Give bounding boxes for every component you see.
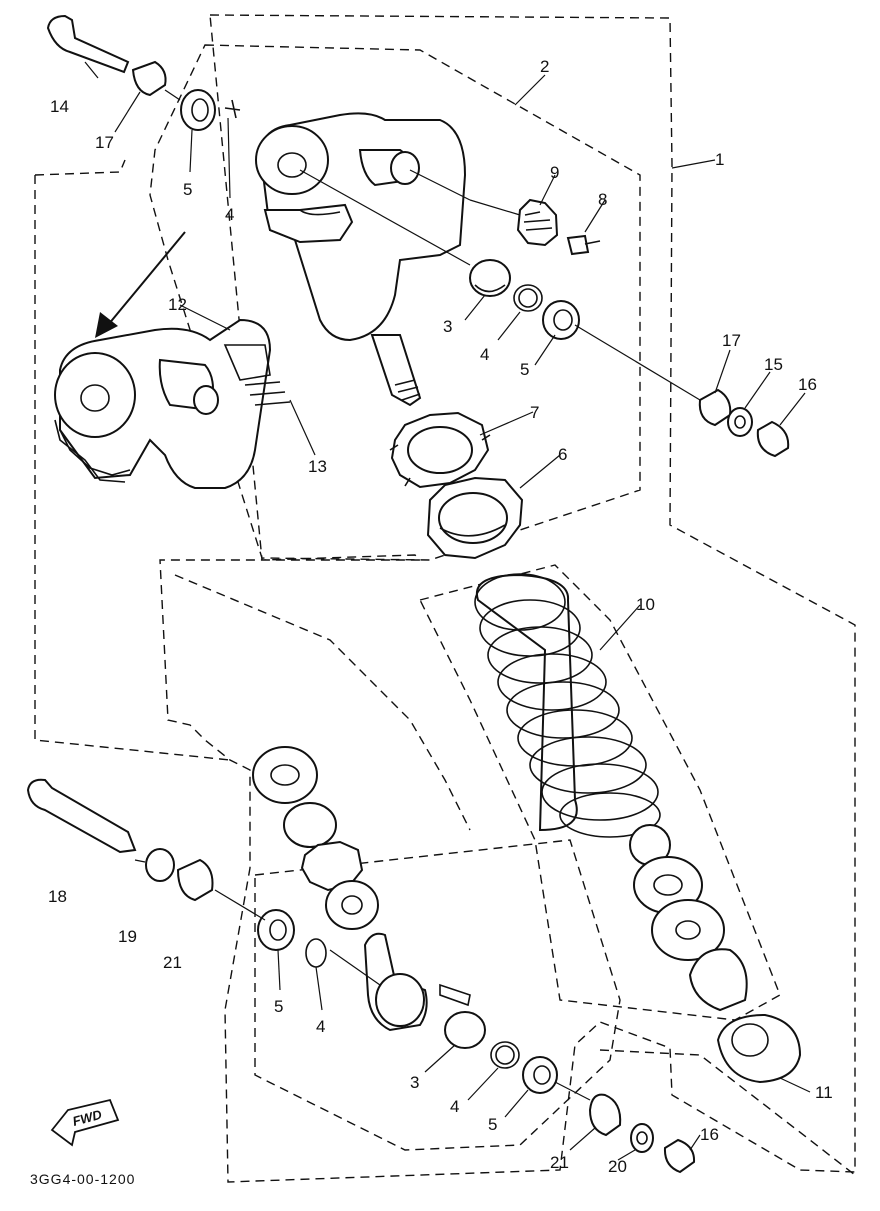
callout-17-top-left: 17: [95, 133, 114, 152]
callout-5-lower: 5: [488, 1115, 497, 1134]
spacer-3-lower: [444, 1011, 486, 1049]
callout-8: 8: [598, 190, 607, 209]
callout-2: 2: [540, 57, 549, 76]
callout-4-lower: 4: [450, 1097, 459, 1116]
screw-8: [566, 234, 601, 256]
shock-absorber-body: [255, 112, 467, 407]
callout-17-right: 17: [722, 331, 741, 350]
collar-17-top-left: [131, 60, 167, 97]
lower-spring-seat-stack: [252, 746, 379, 930]
lock-nut-7: [389, 411, 491, 493]
callout-15: 15: [764, 355, 783, 374]
callout-14: 14: [50, 97, 69, 116]
callout-1: 1: [715, 150, 724, 169]
oil-seal-4-lower-left: [305, 938, 327, 968]
callout-6: 6: [558, 445, 567, 464]
callout-3-upper: 3: [443, 317, 452, 336]
callout-5-upper: 5: [520, 360, 529, 379]
callout-4-lower-left: 4: [316, 1017, 325, 1036]
assembly-axis-lines: [134, 89, 701, 1101]
bearing-5-lower-left: [257, 909, 295, 951]
assembly-boundary-mid-left: [174, 574, 471, 831]
lower-eye: [363, 932, 471, 1032]
callout-12: 12: [168, 295, 187, 314]
oil-seal-4-lower: [490, 1041, 520, 1069]
fwd-arrow-icon: FWD: [50, 1098, 120, 1147]
collar-17-right: [698, 388, 732, 427]
drawing-code: 3GG4-00-1200: [30, 1171, 135, 1187]
assembly-boundary-left: [34, 159, 231, 761]
callout-16-lower: 16: [700, 1125, 719, 1144]
assembly-boundary-1: [159, 14, 856, 1183]
assembly-boundary-bottom-right: [599, 1049, 856, 1176]
assembly-boundary-2: [149, 44, 641, 561]
callout-leaders: [84, 61, 811, 1161]
shock-top-alternate-view: [54, 318, 291, 489]
callout-5-lower-left: 5: [274, 997, 283, 1016]
washer-15: [727, 407, 753, 437]
callout-21-left: 21: [163, 953, 182, 972]
assembly-boundary-lower: [254, 839, 621, 1151]
bolt-14: [46, 14, 130, 74]
view-arrow-icon: [95, 231, 186, 338]
callout-21-lower: 21: [550, 1153, 569, 1172]
spring-10: [474, 573, 661, 838]
collar-21-lower: [588, 1093, 622, 1137]
callout-4-top-left: 4: [225, 205, 234, 224]
bumper-11: [716, 1013, 802, 1084]
spacer-3-upper: [469, 259, 511, 297]
adjuster-nut-6: [426, 476, 524, 560]
bearing-5-upper: [542, 300, 580, 340]
callout-9: 9: [550, 163, 559, 182]
collar-21-left: [176, 858, 214, 902]
callout-4-upper: 4: [480, 345, 489, 364]
bolt-18: [26, 778, 137, 854]
callout-18: 18: [48, 887, 67, 906]
callout-16-right: 16: [798, 375, 817, 394]
callout-7: 7: [530, 403, 539, 422]
callout-11: 11: [815, 1083, 833, 1102]
collar-19: [145, 848, 175, 882]
adjuster-9: [516, 198, 559, 247]
oil-seal-4-top-left: [224, 99, 241, 119]
bearing-5-lower: [522, 1056, 558, 1094]
callout-13: 13: [308, 457, 327, 476]
washer-20: [630, 1123, 654, 1153]
callout-5-top-left: 5: [183, 180, 192, 199]
cap-16-right: [756, 420, 790, 458]
callout-labels: 1 2 3 3 4 4 4 4 5 5 5 5 6 7 8 9 10 11 12…: [48, 57, 833, 1176]
callout-3-lower: 3: [410, 1073, 419, 1092]
callout-19: 19: [118, 927, 137, 946]
callout-10: 10: [636, 595, 655, 614]
callout-20: 20: [608, 1157, 627, 1176]
spring-guide-stack: [629, 824, 748, 1012]
cap-16-lower: [663, 1138, 696, 1174]
bearing-5-top-left: [180, 89, 216, 131]
assembly-boundary-spring: [418, 564, 781, 1021]
oil-seal-4-upper: [513, 284, 543, 312]
